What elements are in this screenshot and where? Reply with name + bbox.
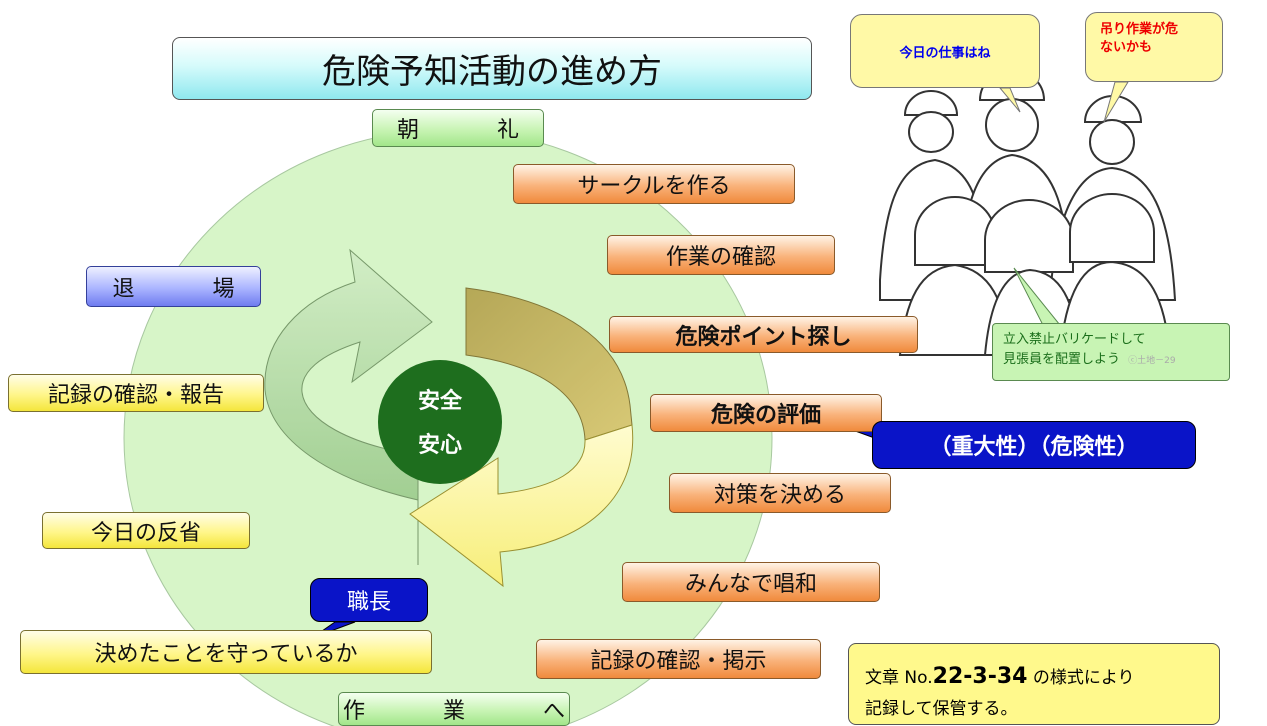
center-label-peace: 安心 [417,433,462,458]
step-find-danger-points: 危険ポイント探し [609,316,918,353]
document-number: 22-3-34 [932,664,1028,689]
document-note-line1: 文章 No.22-3-34 の様式により [865,658,1203,695]
step-leave-site: 退 場 [86,266,261,307]
label-to-work: 作 業 へ [338,692,570,726]
cycle-arrow-top [465,287,633,441]
document-storage-note: 文章 No.22-3-34 の様式により 記録して保管する。 [848,643,1220,725]
document-note-suffix: の様式により [1027,668,1135,688]
step-make-circle: サークルを作る [513,164,795,204]
center-disc [378,360,502,484]
page-title: 危険予知活動の進め方 [172,37,812,100]
bubble-barricade-line2: 見張員を配置しよう [1003,352,1121,368]
step-keep-decisions-check: 決めたことを守っているか [20,630,432,674]
center-label-safety: 安全 [417,389,462,414]
workers-illustration [870,69,1190,360]
foreman-label: 職長 [310,578,428,622]
cycle-arrow-left [264,248,433,565]
bubble-lifting-danger-line2: ないかも [1100,39,1153,55]
step-decide-measures: 対策を決める [669,473,891,513]
bubble-lifting-danger: 吊り作業が危 ないかも [1085,12,1223,82]
step-evaluate-danger: 危険の評価 [650,394,882,432]
bubble-today-work: 今日の仕事はね [850,14,1040,88]
label-morning-assembly: 朝 礼 [372,109,544,147]
bubble-barricade-line2-wrap: 見張員を配置しよう ⓒ土地－29 [1003,350,1219,370]
evaluation-note-box: （重大性）（危険性） [872,421,1196,469]
bubble-barricade-line1: 立入禁止バリケードして [1003,332,1146,347]
bubble-tail-danger [1103,81,1129,123]
step-check-and-report-records: 記録の確認・報告 [8,374,264,412]
bubble-barricade: 立入禁止バリケードして 見張員を配置しよう ⓒ土地－29 [992,323,1230,381]
step-chant-together: みんなで唱和 [622,562,880,602]
step-today-reflection: 今日の反省 [42,512,250,549]
bubble-today-work-text: 今日の仕事はね [899,45,991,61]
cycle-arrow-bottom [409,424,634,588]
step-check-and-post-records: 記録の確認・掲示 [536,639,821,679]
center-label: 安全 安心 [378,380,502,468]
bubble-tail-today [998,87,1021,113]
bubble-lifting-danger-line1: 吊り作業が危 [1100,22,1179,37]
document-note-line2: 記録して保管する。 [865,699,1018,720]
document-note-prefix: 文章 No. [865,668,933,688]
step-confirm-work: 作業の確認 [607,235,835,275]
illustration-credit: ⓒ土地－29 [1128,356,1176,367]
